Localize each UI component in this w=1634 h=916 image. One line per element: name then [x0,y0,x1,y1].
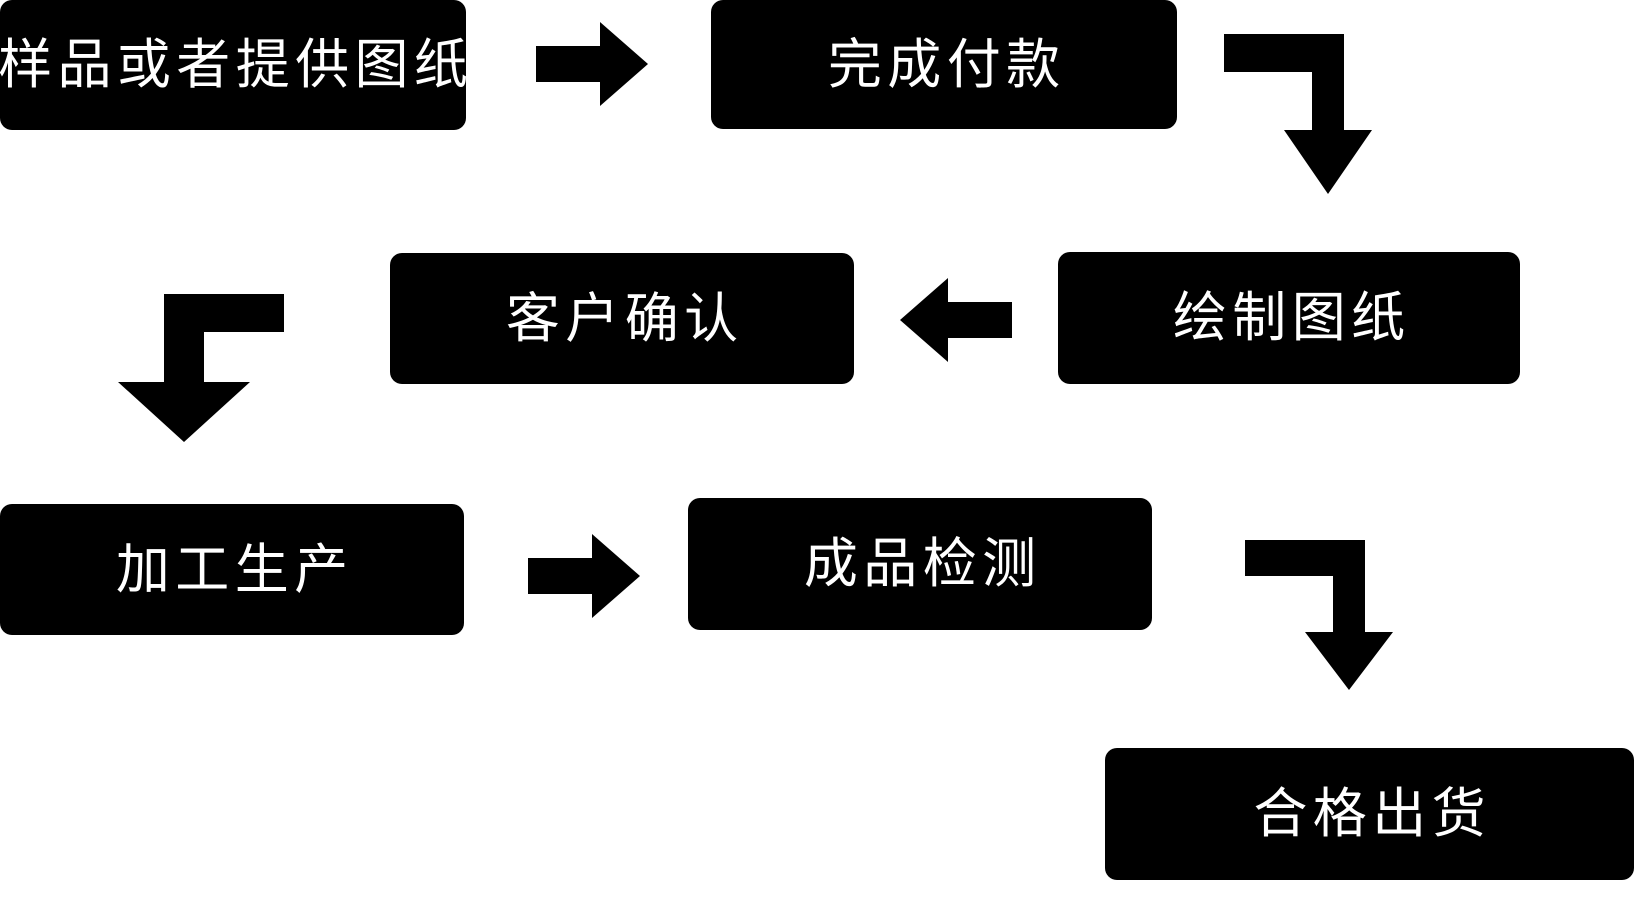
flow-node-production-label: 加工生产 [115,539,354,600]
flow-node-confirm-label: 客户确认 [505,288,744,349]
arrow-right-icon [536,22,648,106]
arrow-elbow-right-down-icon [1245,540,1411,690]
flow-node-shipment[interactable]: 合格出货 [1105,748,1634,880]
flow-node-drawing[interactable]: 绘制图纸 [1058,252,1520,384]
flow-node-payment-label: 完成付款 [827,34,1066,95]
flow-node-shipment-label: 合格出货 [1253,784,1491,844]
arrow-right-icon [528,534,640,618]
flow-node-sample-label: 样品或者提供图纸 [0,35,474,95]
flow-node-inspection[interactable]: 成品检测 [688,498,1152,630]
flow-node-production[interactable]: 加工生产 [0,504,464,635]
arrow-elbow-left-down-icon [118,294,284,442]
arrow-elbow-right-down-icon [1224,34,1390,194]
flow-node-drawing-label: 绘制图纸 [1172,288,1411,348]
flow-node-inspection-label: 成品检测 [803,534,1042,594]
arrow-left-icon [900,278,1012,362]
flow-node-confirm[interactable]: 客户确认 [390,253,854,384]
flow-node-sample[interactable]: 样品或者提供图纸 [0,0,468,130]
flow-node-payment[interactable]: 完成付款 [711,0,1177,129]
